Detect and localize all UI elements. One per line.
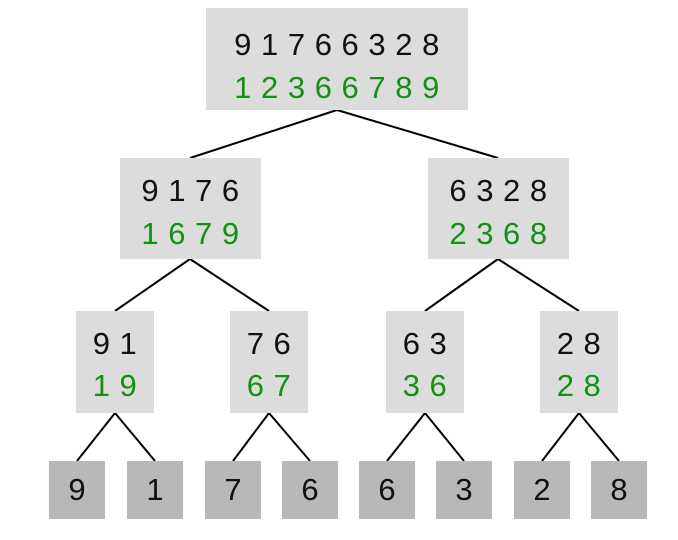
node-sorted-sequence: 1 6 7 9 [141, 216, 240, 251]
node-input-sequence: 7 6 [246, 326, 292, 361]
node-input-sequence: 9 1 [92, 326, 138, 361]
leaf-node: 6 [359, 461, 415, 519]
node-input-sequence: 6 3 [402, 326, 448, 361]
node-sorted-sequence: 2 3 6 8 [449, 216, 548, 251]
edge-root-left [189, 109, 338, 159]
edge-n2-right [497, 258, 580, 312]
edge-n5-right [424, 412, 465, 462]
leaf-node: 3 [436, 461, 492, 519]
leaf-node: 2 [514, 461, 570, 519]
leaf-node: 9 [49, 461, 105, 519]
edge-n5-left [386, 412, 426, 462]
quarter-node-1: 9 1 1 9 [76, 311, 154, 413]
edge-n6-right [578, 412, 620, 462]
leaf-node: 8 [591, 461, 647, 519]
node-sorted-sequence: 3 6 [402, 368, 448, 403]
edge-n3-left [76, 412, 116, 462]
edge-root-right [336, 109, 499, 159]
edge-n6-left [541, 412, 580, 462]
quarter-node-3: 6 3 3 6 [386, 311, 464, 413]
right-half-node: 6 3 2 8 2 3 6 8 [428, 158, 569, 259]
leaf-node: 7 [205, 461, 261, 519]
node-input-sequence: 9 1 7 6 [141, 173, 240, 208]
left-half-node: 9 1 7 6 1 6 7 9 [120, 158, 261, 259]
root-sorted-sequence: 1 2 3 6 6 7 8 9 [234, 70, 440, 105]
edge-n4-right [268, 412, 311, 462]
edge-n4-left [232, 412, 270, 462]
quarter-node-2: 7 6 6 7 [230, 311, 308, 413]
edge-n3-right [114, 412, 156, 462]
root-input-sequence: 9 1 7 6 6 3 2 8 [234, 27, 440, 62]
quarter-node-4: 2 8 2 8 [540, 311, 618, 413]
node-sorted-sequence: 1 9 [92, 368, 138, 403]
leaf-node: 1 [127, 461, 183, 519]
edge-n1-left [114, 258, 191, 312]
node-input-sequence: 2 8 [556, 326, 602, 361]
node-sorted-sequence: 2 8 [556, 368, 602, 403]
edge-n2-left [424, 258, 499, 312]
edge-n1-right [189, 258, 270, 312]
leaf-node: 6 [282, 461, 338, 519]
node-input-sequence: 6 3 2 8 [449, 173, 548, 208]
root-node: 9 1 7 6 6 3 2 8 1 2 3 6 6 7 8 9 [206, 8, 468, 110]
node-sorted-sequence: 6 7 [246, 368, 292, 403]
